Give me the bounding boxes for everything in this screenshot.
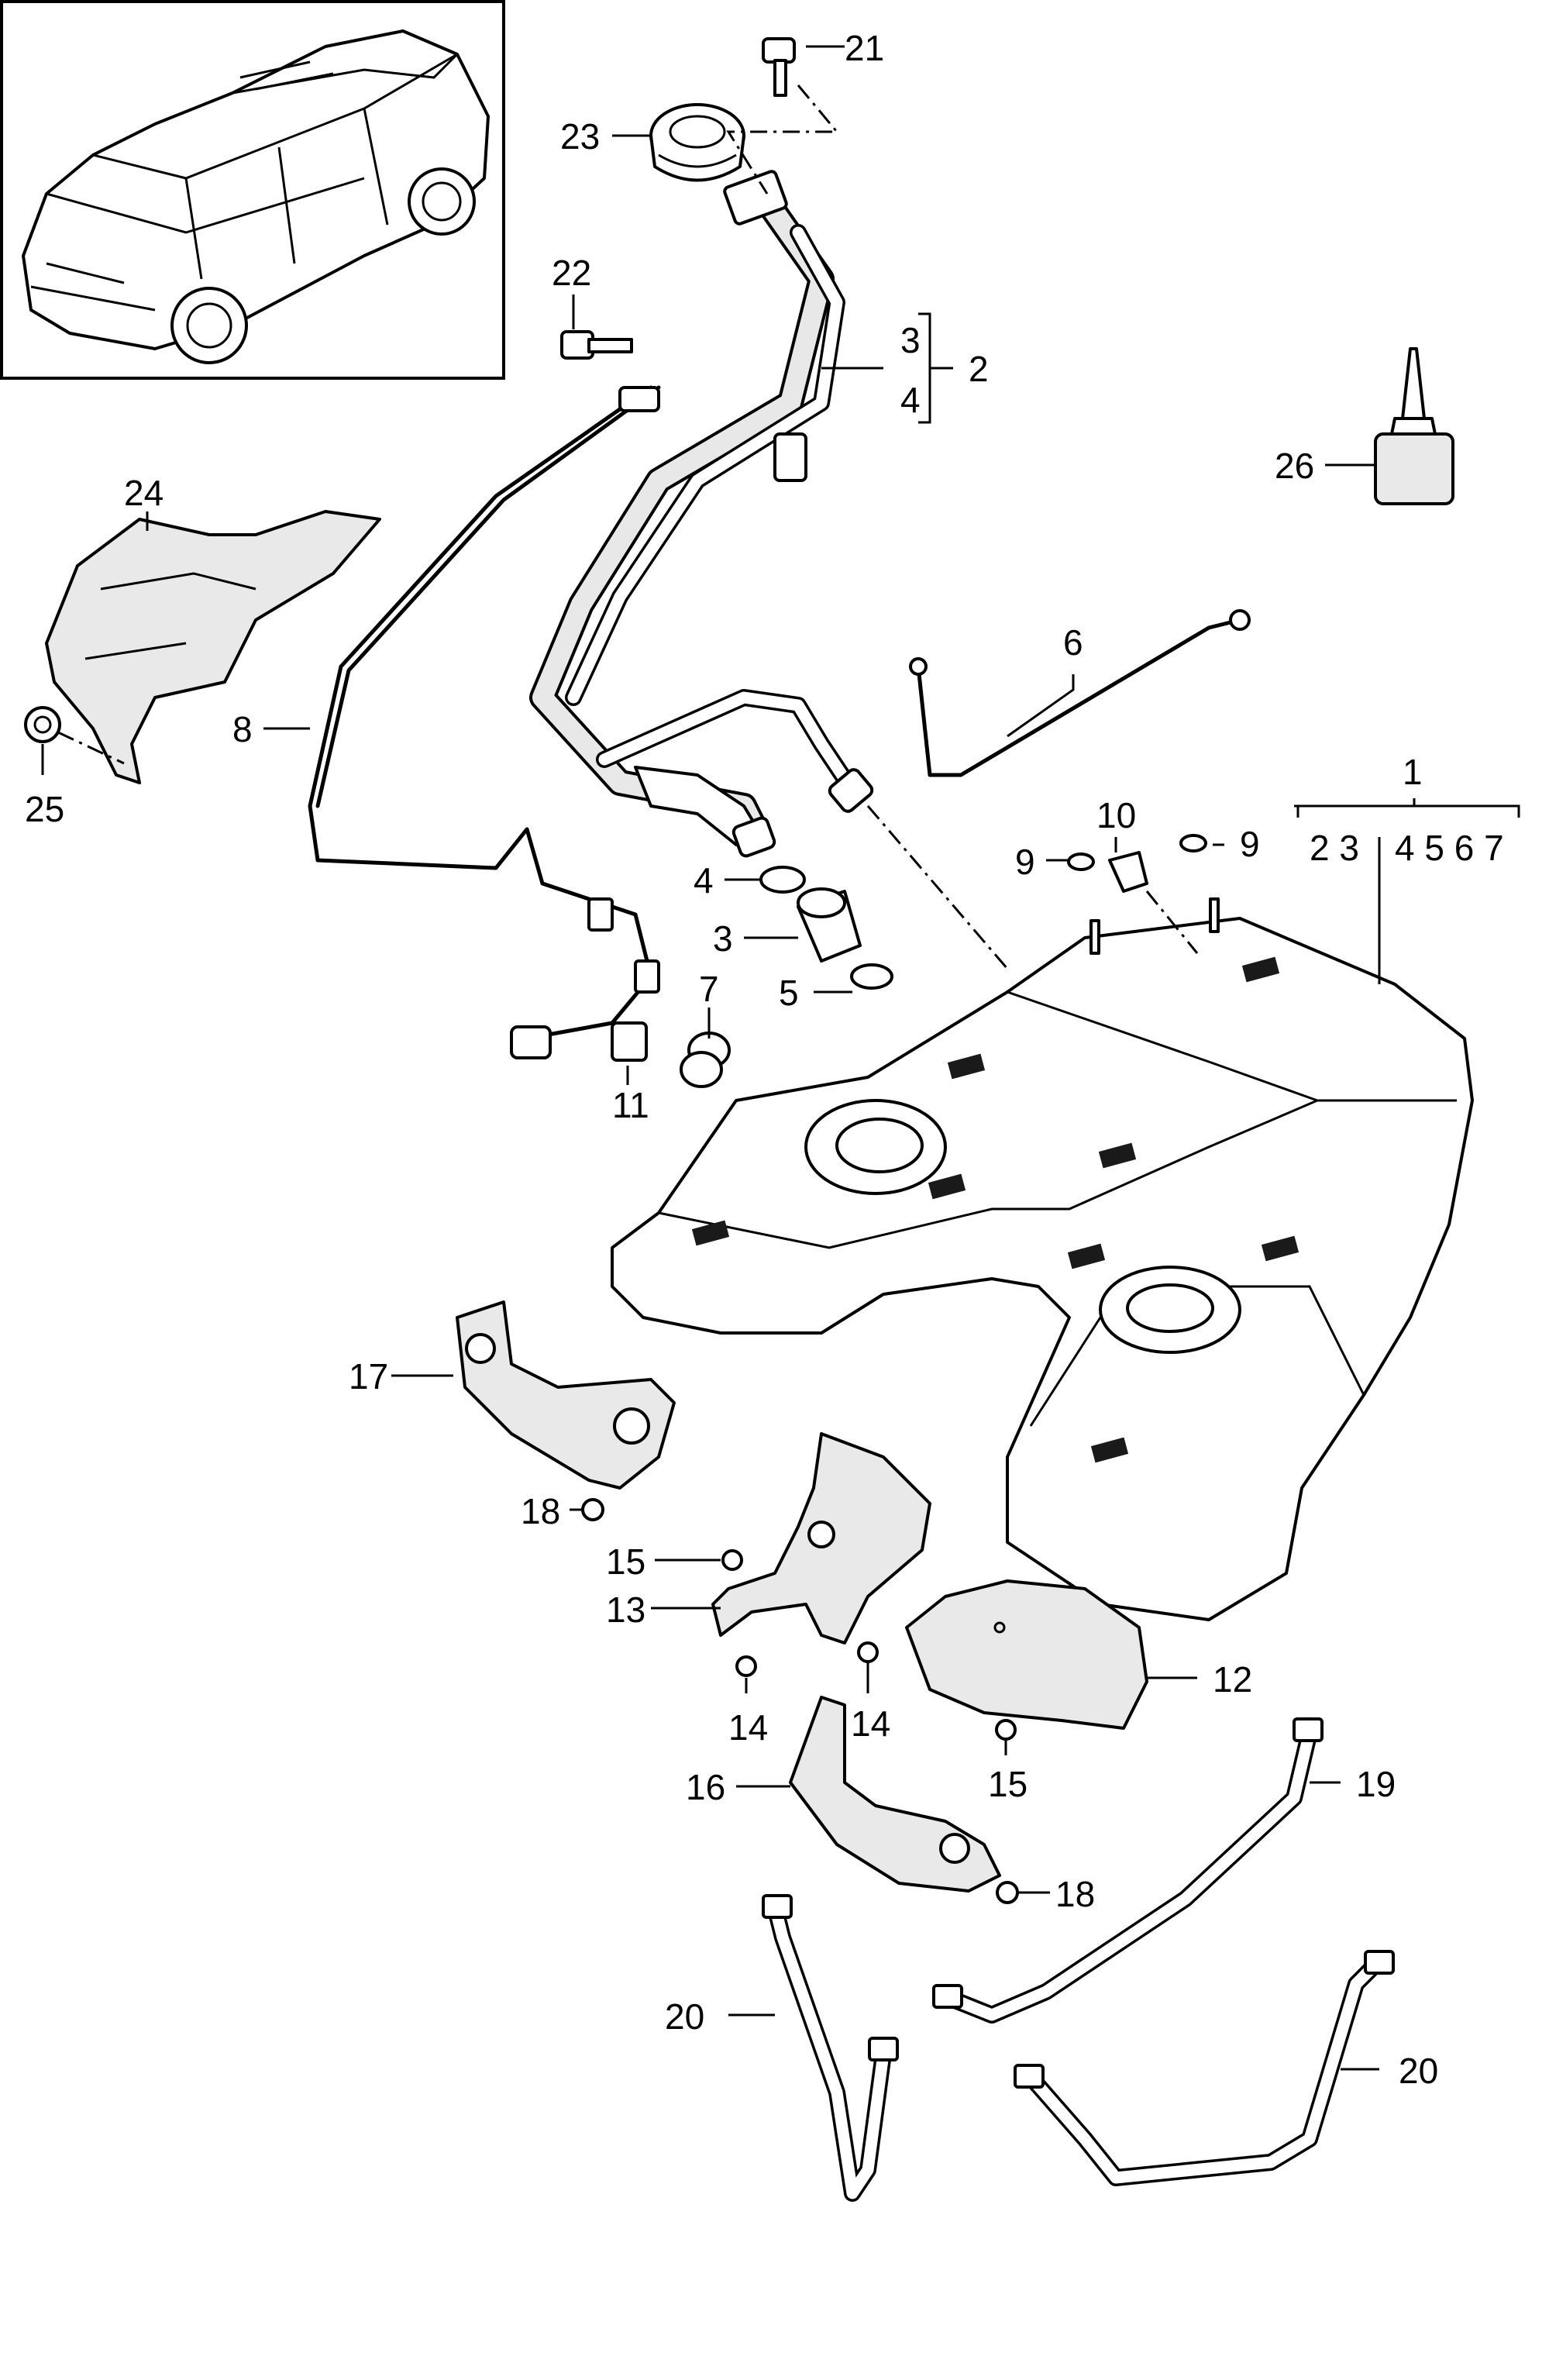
vehicle-thumbnail xyxy=(0,0,505,380)
nut-14-left xyxy=(735,1655,757,1677)
callout-18-bottom: 18 xyxy=(1055,1874,1095,1914)
bolt-22 xyxy=(560,330,633,360)
callout-4-top: 4 xyxy=(900,380,921,420)
callout-2: 2 xyxy=(969,349,989,389)
callout-8: 8 xyxy=(232,709,253,749)
bracket-13 xyxy=(711,1432,931,1645)
callout-1: 1 xyxy=(1403,752,1423,792)
callout-20-left: 20 xyxy=(665,1996,704,2037)
callout-9-right: 9 xyxy=(1240,824,1260,864)
callout-6: 6 xyxy=(1063,622,1083,663)
bolt-21 xyxy=(726,37,840,195)
callout-group-1b: 4 5 6 7 xyxy=(1395,828,1504,868)
callout-11: 11 xyxy=(612,1085,649,1125)
callout-15-bottom: 15 xyxy=(988,1764,1028,1804)
valve-10 xyxy=(1108,851,1199,954)
hose-clamp-4 xyxy=(759,866,806,894)
callout-23: 23 xyxy=(560,116,600,157)
callout-17: 17 xyxy=(349,1356,388,1397)
nut-15-top xyxy=(721,1549,743,1571)
hose-clamp-5 xyxy=(850,963,893,990)
callout-12: 12 xyxy=(1213,1659,1252,1700)
heat-shield-24 xyxy=(45,510,381,784)
callout-5: 5 xyxy=(779,973,799,1013)
callout-13: 13 xyxy=(606,1590,645,1630)
connector-11 xyxy=(611,1021,648,1062)
callout-21: 21 xyxy=(845,28,884,68)
nut-18-top xyxy=(581,1498,604,1521)
nut-25 xyxy=(24,706,125,765)
vent-line-6 xyxy=(909,609,1251,777)
callout-19: 19 xyxy=(1356,1764,1396,1804)
tank-strap-20-right xyxy=(1014,1950,1395,2186)
callout-group-1a: 2 3 xyxy=(1310,828,1359,868)
callout-20-right: 20 xyxy=(1399,2051,1438,2091)
callout-16: 16 xyxy=(686,1767,725,1807)
callout-26: 26 xyxy=(1275,446,1314,486)
tank-strap-20-left xyxy=(762,1894,899,2202)
leader-lines xyxy=(41,45,1520,2071)
callout-10: 10 xyxy=(1096,795,1136,835)
callout-15-top: 15 xyxy=(606,1541,645,1582)
callout-3-top: 3 xyxy=(900,320,921,360)
nut-18-bottom xyxy=(996,1881,1019,1904)
callout-9-left: 9 xyxy=(1015,842,1035,882)
sealant-bottle-26 xyxy=(1374,347,1454,505)
callout-3: 3 xyxy=(713,918,733,959)
assembly-line xyxy=(866,805,1009,970)
callout-14-left: 14 xyxy=(728,1707,768,1748)
fuel-tank xyxy=(611,917,1474,1621)
callout-7: 7 xyxy=(699,969,719,1009)
heat-shield-17 xyxy=(456,1300,676,1490)
filler-neck-assembly xyxy=(529,170,874,858)
callout-25: 25 xyxy=(25,789,64,829)
callout-18-top: 18 xyxy=(521,1491,560,1531)
fuel-line xyxy=(308,385,661,1059)
heat-shield-12 xyxy=(905,1579,1148,1730)
heat-shield-16 xyxy=(789,1696,1001,1893)
callout-4: 4 xyxy=(694,860,714,901)
nut-15-bottom xyxy=(995,1719,1017,1741)
bolts-9 xyxy=(1067,834,1220,955)
callout-22: 22 xyxy=(552,253,591,293)
grommet-7 xyxy=(680,1032,731,1088)
tank-strap-19 xyxy=(932,1717,1324,2024)
callout-14-right: 14 xyxy=(851,1703,890,1744)
hose-3 xyxy=(797,887,862,963)
nut-14-right xyxy=(857,1641,879,1663)
callout-labels: 21 23 22 3 4 2 26 24 25 8 6 1 2 3 4 5 6 … xyxy=(25,28,1504,2091)
fuel-filler-cap xyxy=(649,103,745,182)
callout-24: 24 xyxy=(124,473,164,513)
